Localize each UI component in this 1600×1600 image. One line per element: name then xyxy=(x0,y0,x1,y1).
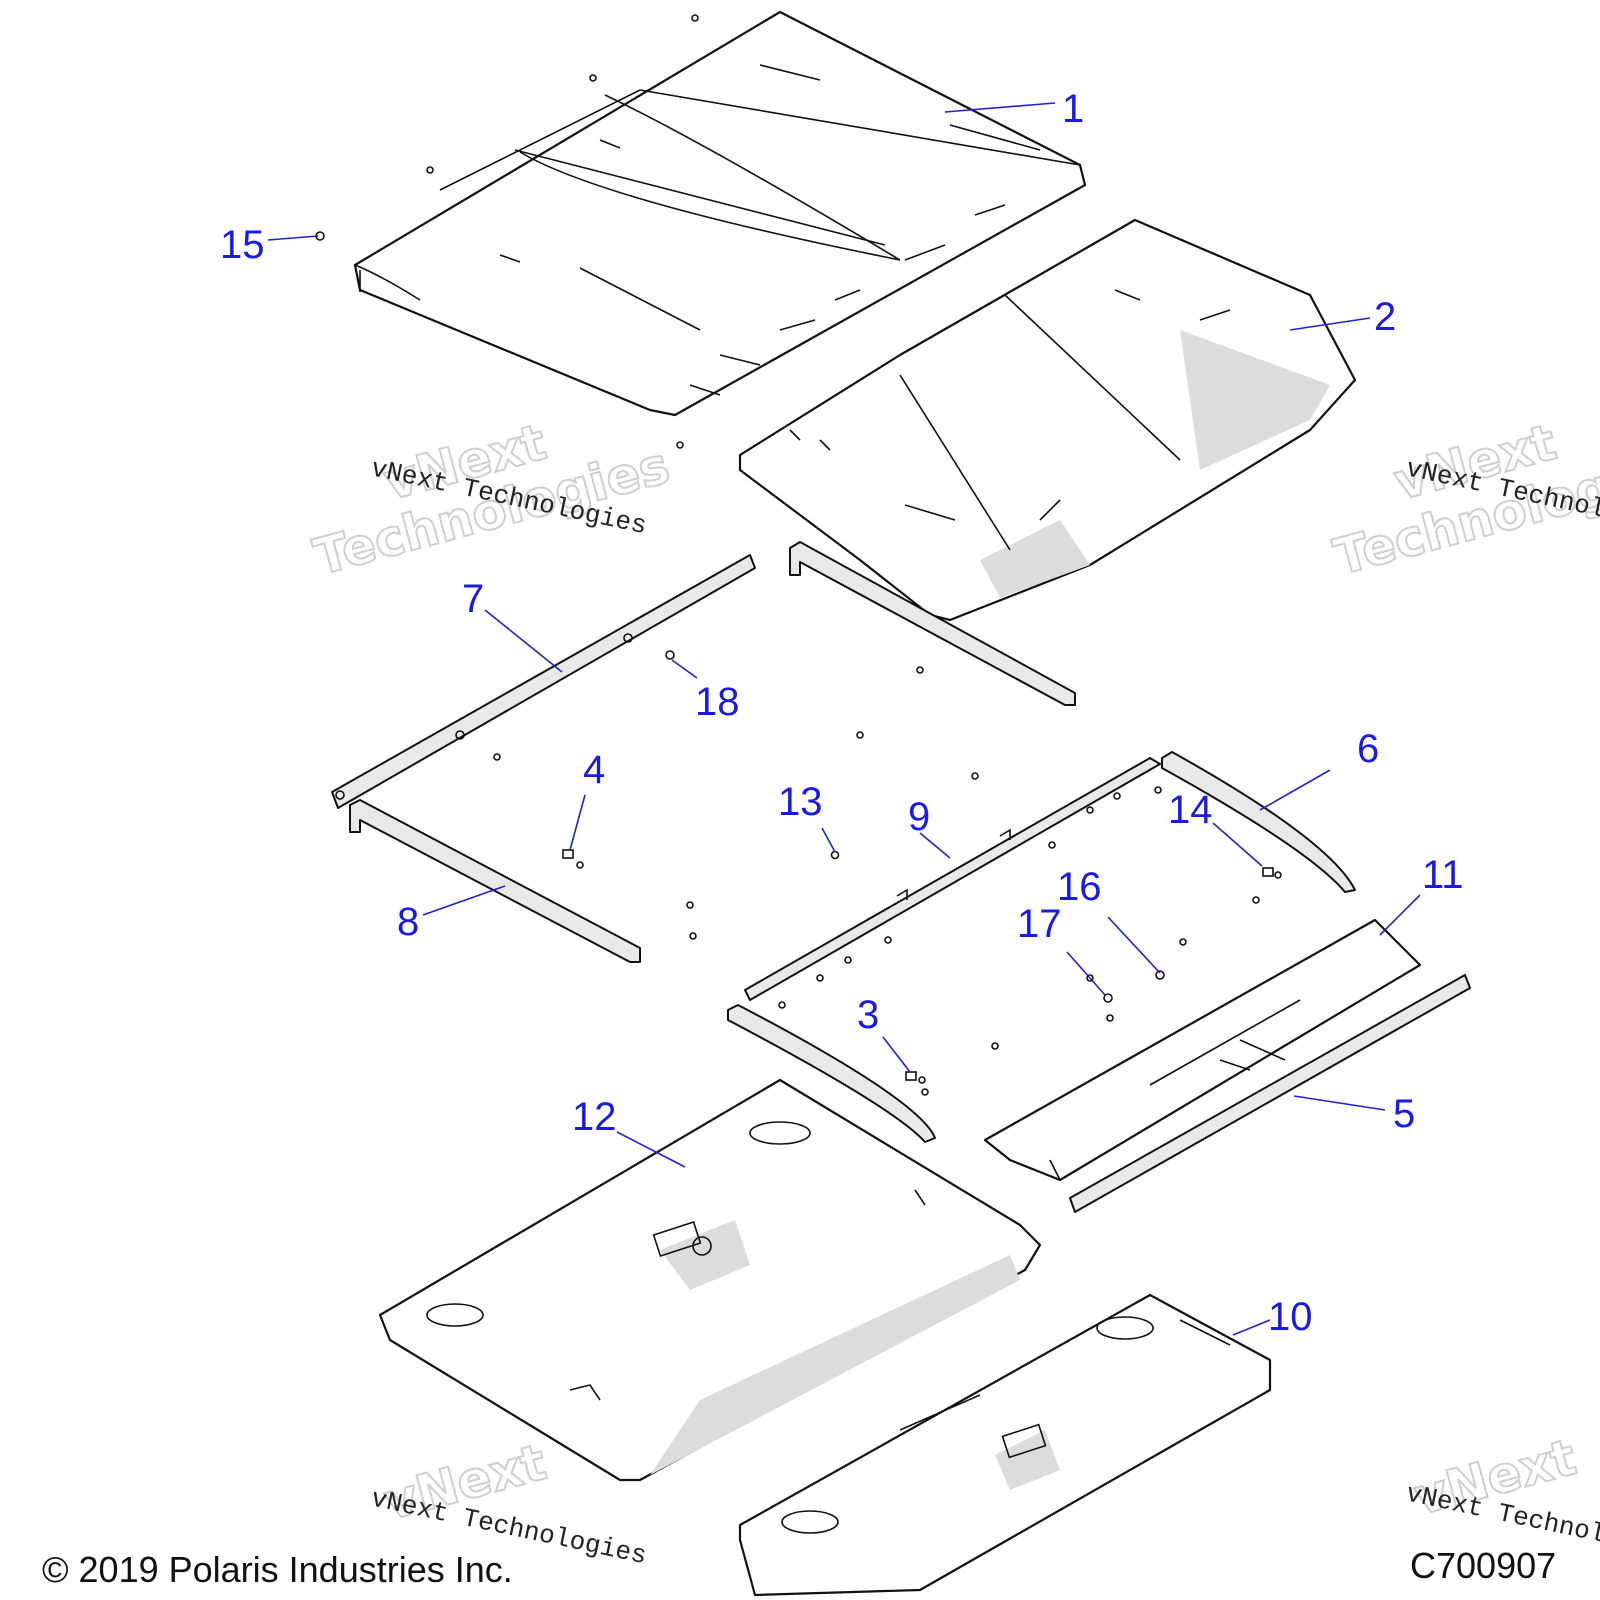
callout-13[interactable]: 13 xyxy=(778,780,823,824)
callout-5[interactable]: 5 xyxy=(1393,1092,1415,1136)
callout-3[interactable]: 3 xyxy=(857,993,879,1037)
callout-15[interactable]: 15 xyxy=(220,223,265,267)
part-6-rear-seal[interactable] xyxy=(1161,751,1356,893)
part-10-rear-headliner[interactable] xyxy=(738,1293,1272,1597)
callout-12[interactable]: 12 xyxy=(572,1095,617,1139)
callout-6[interactable]: 6 xyxy=(1357,727,1379,771)
part-5-rear-seal[interactable] xyxy=(1069,974,1471,1213)
callout-14[interactable]: 14 xyxy=(1168,788,1213,832)
part-seal-lower-left[interactable] xyxy=(727,1004,936,1143)
callout-1[interactable]: 1 xyxy=(1062,87,1084,131)
part-2-roof-cap[interactable] xyxy=(738,218,1357,622)
fastener-14-clip[interactable] xyxy=(1262,867,1282,879)
part-11-rear-panel[interactable] xyxy=(983,918,1422,1182)
fastener-17-nut[interactable] xyxy=(1103,993,1113,1003)
part-8-front-rail[interactable] xyxy=(349,799,641,963)
fastener-3-clip[interactable] xyxy=(905,1071,929,1096)
callout-8[interactable]: 8 xyxy=(397,900,419,944)
fasteners xyxy=(315,14,1282,1096)
callouts: 1 2 3 4 5 6 7 8 9 10 11 12 13 14 15 16 1… xyxy=(220,87,1464,1339)
part-rail-upper-right[interactable] xyxy=(789,541,1076,706)
fastener-13-screw[interactable] xyxy=(830,850,840,860)
callout-10[interactable]: 10 xyxy=(1268,1295,1313,1339)
callout-18[interactable]: 18 xyxy=(695,680,740,724)
watermark-top-right: vNext Technologies vNext Technologies xyxy=(1327,412,1600,588)
callout-9[interactable]: 9 xyxy=(908,795,930,839)
diagram-code: C700907 xyxy=(1410,1545,1556,1586)
callout-4[interactable]: 4 xyxy=(583,748,605,792)
callout-16[interactable]: 16 xyxy=(1057,865,1102,909)
fastener-4-clip[interactable] xyxy=(562,849,584,869)
fastener-18-clip[interactable] xyxy=(665,650,675,660)
watermark-top-left: vNext Technologies vNext Technologies xyxy=(307,412,676,588)
fastener-16-screw[interactable] xyxy=(1155,970,1165,980)
part-12-front-headliner[interactable] xyxy=(378,1078,1042,1482)
callout-2[interactable]: 2 xyxy=(1374,295,1396,339)
callout-17[interactable]: 17 xyxy=(1017,902,1062,946)
part-7-front-seal[interactable] xyxy=(331,554,756,809)
callout-7[interactable]: 7 xyxy=(462,577,484,621)
part-1-roof-panel[interactable] xyxy=(353,10,1087,417)
leader-lines xyxy=(267,102,1421,1336)
copyright-text: © 2019 Polaris Industries Inc. xyxy=(42,1549,513,1590)
part-9-headliner-seal[interactable] xyxy=(744,757,1161,1001)
callout-11[interactable]: 11 xyxy=(1422,853,1464,897)
